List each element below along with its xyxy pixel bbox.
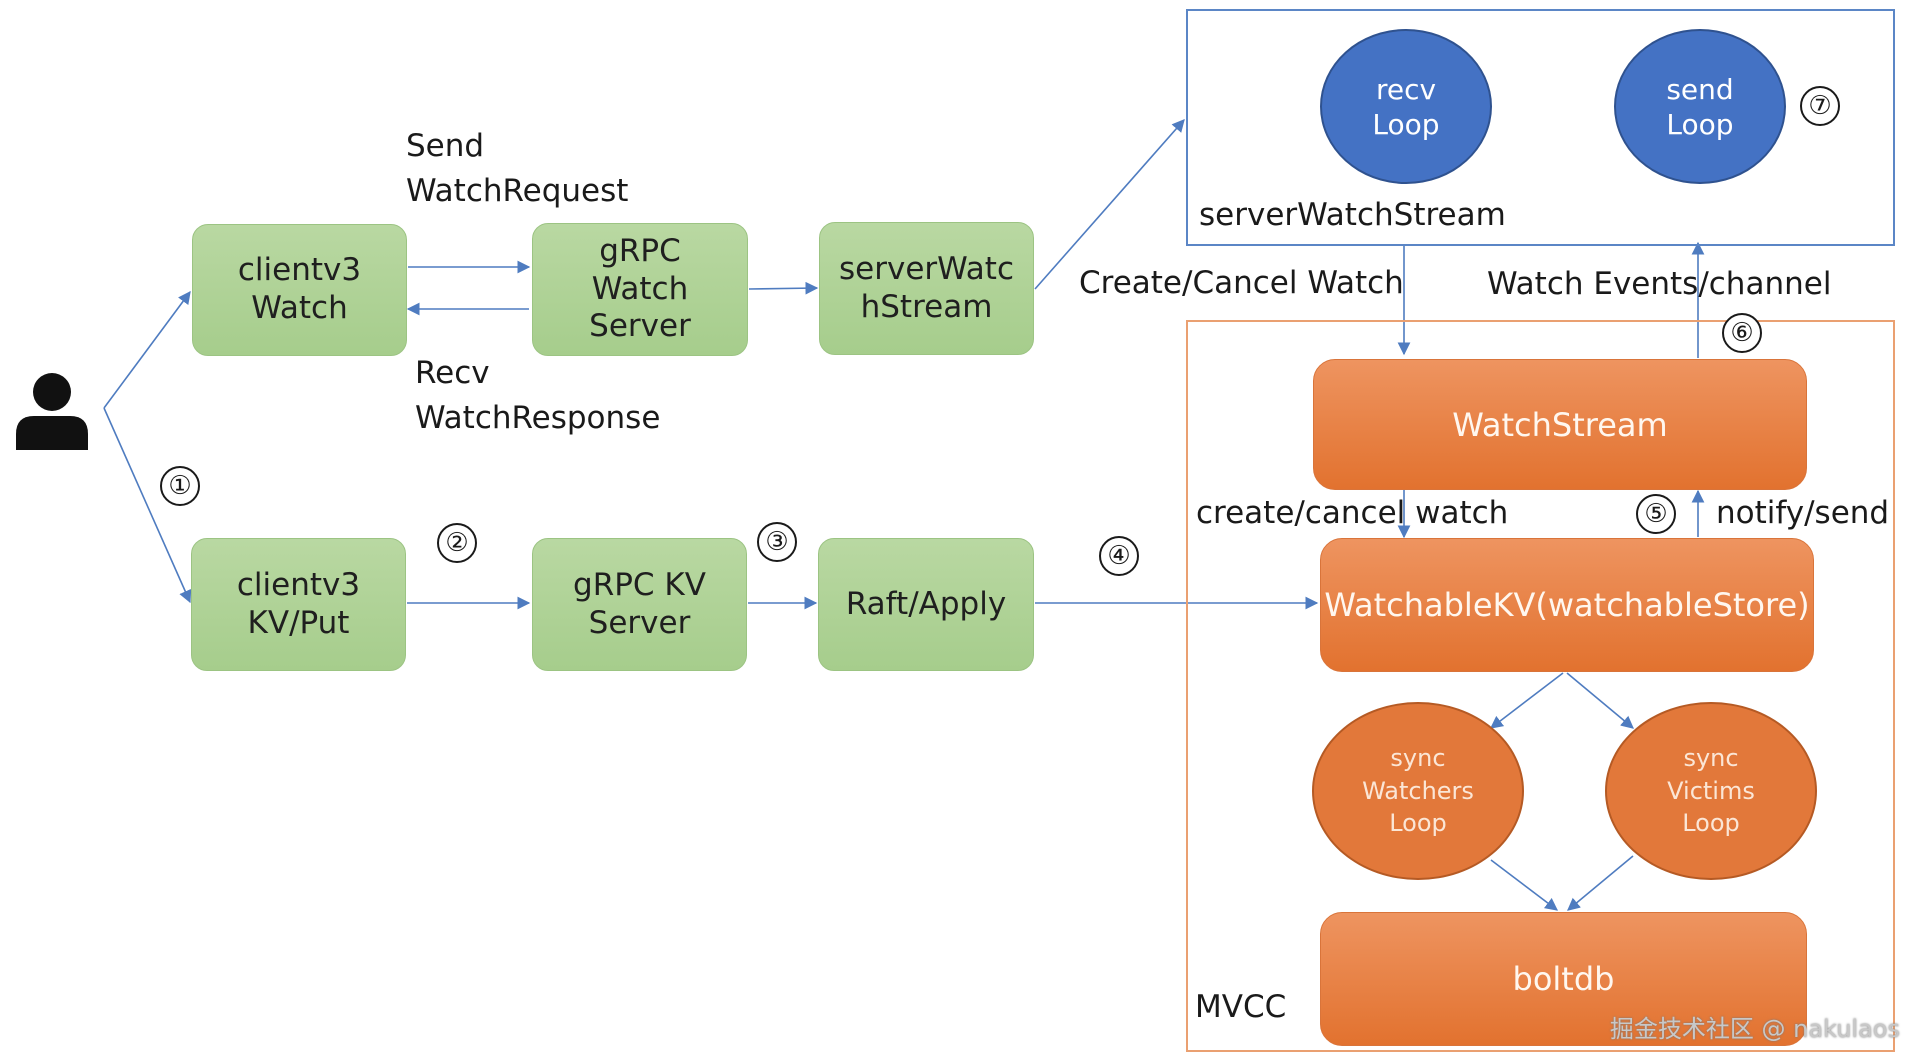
notify-send-label: notify/send bbox=[1716, 495, 1890, 531]
arrow-grpc-to-serverwatchstream bbox=[748, 281, 819, 295]
server-watch-stream-frame bbox=[1186, 9, 1895, 246]
mvcc-frame bbox=[1186, 320, 1895, 1052]
create-cancel-watch-lower-label: create/cancel watch bbox=[1196, 495, 1509, 531]
step-2-marker: ② bbox=[437, 523, 477, 563]
step-5-marker: ⑤ bbox=[1636, 494, 1676, 534]
arrow-sync-watchers-to-boltdb bbox=[1490, 859, 1559, 911]
recv-loop-node: recv Loop bbox=[1320, 29, 1492, 184]
arrow-kv-to-sync-watchers bbox=[1489, 672, 1564, 729]
mvcc-label: MVCC bbox=[1195, 989, 1287, 1025]
raft-apply-node: Raft/Apply bbox=[818, 538, 1034, 671]
grpc-kv-server-node: gRPC KV Server bbox=[532, 538, 747, 671]
arrow-serverwatchstream-to-frame bbox=[1034, 119, 1185, 290]
sync-watchers-loop-node: sync Watchers Loop bbox=[1312, 702, 1524, 880]
user-icon bbox=[16, 373, 88, 450]
watch-events-channel-label: Watch Events/channel bbox=[1487, 266, 1832, 302]
watchable-kv-node: WatchableKV(watchableStore) bbox=[1320, 538, 1814, 672]
create-cancel-watch-label: Create/Cancel Watch bbox=[1079, 265, 1404, 301]
step-7-marker: ⑦ bbox=[1800, 86, 1840, 126]
sync-victims-loop-node: sync Victims Loop bbox=[1605, 702, 1817, 880]
watermark: 掘金技术社区 @ nakulaos bbox=[1609, 1015, 1900, 1043]
step-3-marker: ③ bbox=[757, 522, 797, 562]
arrow-sync-victims-to-boltdb bbox=[1567, 855, 1634, 911]
send-loop-node: send Loop bbox=[1614, 29, 1786, 184]
watch-stream-node: WatchStream bbox=[1313, 359, 1807, 490]
arrow-user-to-client-kv-put bbox=[103, 407, 192, 604]
server-watch-stream-node: serverWatc hStream bbox=[819, 222, 1034, 355]
step-1-marker: ① bbox=[160, 466, 200, 506]
arrow-kv-to-sync-victims bbox=[1566, 672, 1634, 729]
client-watch-node: clientv3 Watch bbox=[192, 224, 407, 356]
step-6-marker: ⑥ bbox=[1722, 313, 1762, 353]
client-kv-put-node: clientv3 KV/Put bbox=[191, 538, 406, 671]
boltdb-node: boltdb bbox=[1320, 912, 1807, 1046]
recv-watch-response-label: Recv WatchResponse bbox=[415, 355, 661, 436]
grpc-watch-server-node: gRPC Watch Server bbox=[532, 223, 748, 356]
step-4-marker: ④ bbox=[1099, 536, 1139, 576]
send-watch-request-label: Send WatchRequest bbox=[406, 128, 629, 209]
arrow-user-to-client-watch bbox=[103, 290, 191, 409]
server-watch-stream-label: serverWatchStream bbox=[1199, 197, 1506, 233]
